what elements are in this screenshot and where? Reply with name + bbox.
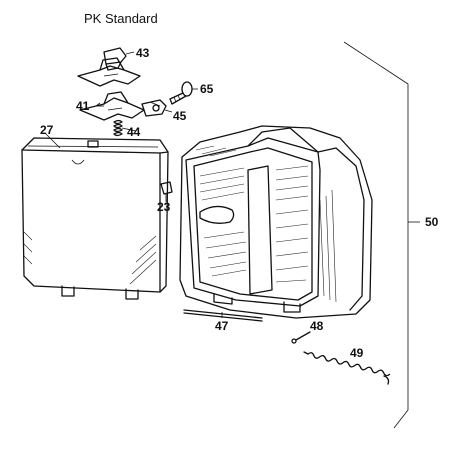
part-50-housing xyxy=(179,125,373,319)
callout-48: 48 xyxy=(310,319,324,333)
diagram-title: PK Standard xyxy=(84,11,158,26)
part-41-bracket-lower xyxy=(79,91,145,121)
part-49-spring xyxy=(303,351,391,385)
part-23-latch xyxy=(160,181,173,195)
callout-65: 65 xyxy=(200,82,214,96)
callout-44: 44 xyxy=(127,125,141,139)
part-45-small-bracket xyxy=(141,99,173,117)
callout-47: 47 xyxy=(215,319,229,333)
part-44-spring xyxy=(113,119,123,137)
callout-41: 41 xyxy=(76,99,90,113)
part-47-rod xyxy=(183,309,263,322)
callout-43: 43 xyxy=(136,46,150,60)
callout-27: 27 xyxy=(40,123,54,137)
callout-23: 23 xyxy=(157,200,171,214)
part-65-screw xyxy=(169,81,198,105)
part-27-cover-lid xyxy=(21,137,169,300)
callout-45: 45 xyxy=(173,109,187,123)
part-50-bracket-line xyxy=(343,41,420,429)
callout-50: 50 xyxy=(425,215,439,229)
part-41-bracket-upper xyxy=(77,57,141,87)
callout-49: 49 xyxy=(350,346,364,360)
leader-lines xyxy=(45,101,223,318)
part-48-pin xyxy=(291,331,311,344)
